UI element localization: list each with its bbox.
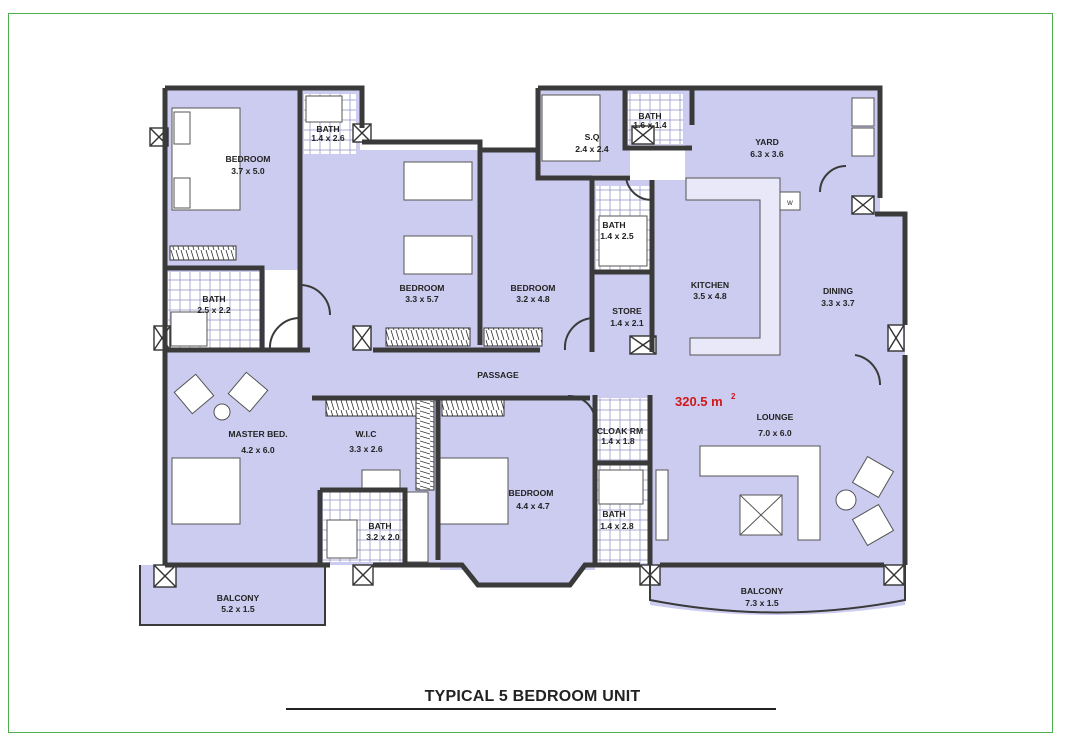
label-bath-sq: BATH <box>638 111 661 121</box>
size-bath-master: 3.2 x 2.0 <box>366 532 400 542</box>
fixtures <box>169 94 895 563</box>
label-sq: S.Q <box>585 132 600 142</box>
label-bath-master: BATH <box>368 521 391 531</box>
plan-title: TYPICAL 5 BEDROOM UNIT <box>424 688 641 705</box>
size-bath-1: 1.4 x 2.6 <box>311 133 345 143</box>
size-dining: 3.3 x 3.7 <box>821 298 855 308</box>
label-bath-2: BATH <box>202 294 225 304</box>
label-kitchen: KITCHEN <box>691 280 729 290</box>
label-master-bed: MASTER BED. <box>228 429 287 439</box>
label-store: STORE <box>612 306 642 316</box>
label-bedroom-2: BEDROOM <box>400 283 445 293</box>
label-passage: PASSAGE <box>477 370 519 380</box>
size-bath-kitchen: 1.4 x 2.5 <box>600 231 634 241</box>
label-bath-4: BATH <box>602 509 625 519</box>
size-balcony-1: 5.2 x 1.5 <box>221 604 255 614</box>
label-lounge: LOUNGE <box>757 412 794 422</box>
label-bath-1: BATH <box>316 124 339 134</box>
size-yard: 6.3 x 3.6 <box>750 149 784 159</box>
appliance-w-label: W <box>787 201 793 207</box>
label-bedroom-3: BEDROOM <box>511 283 556 293</box>
label-wic: W.I.C <box>355 429 376 439</box>
label-balcony-2: BALCONY <box>741 586 784 596</box>
size-bath-4: 1.4 x 2.8 <box>600 521 634 531</box>
room-labels: BEDROOM 3.7 x 5.0 BATH 1.4 x 2.6 BEDROOM… <box>197 111 855 614</box>
size-balcony-2: 7.3 x 1.5 <box>745 598 779 608</box>
label-dining: DINING <box>823 286 853 296</box>
total-area-value: 320.5 m <box>675 394 723 409</box>
size-bedroom-2: 3.3 x 5.7 <box>405 294 439 304</box>
label-bedroom-4: BEDROOM <box>509 488 554 498</box>
total-area-superscript: 2 <box>731 392 736 401</box>
total-area: 320.5 m 2 <box>675 392 736 409</box>
size-bedroom-1: 3.7 x 5.0 <box>231 166 265 176</box>
size-bath-2: 2.5 x 2.2 <box>197 305 231 315</box>
size-kitchen: 3.5 x 4.8 <box>693 291 727 301</box>
walls <box>139 85 908 626</box>
size-master-bed: 4.2 x 6.0 <box>241 445 275 455</box>
size-bedroom-3: 3.2 x 4.8 <box>516 294 550 304</box>
label-cloak-room: CLOAK RM <box>597 426 643 436</box>
label-bath-kitchen: BATH <box>602 220 625 230</box>
size-sq: 2.4 x 2.4 <box>575 144 609 154</box>
label-balcony-1: BALCONY <box>217 593 260 603</box>
size-cloak-room: 1.4 x 1.8 <box>601 436 635 446</box>
size-bedroom-4: 4.4 x 4.7 <box>516 501 550 511</box>
floor-plan: BEDROOM 3.7 x 5.0 BATH 1.4 x 2.6 BEDROOM… <box>139 85 908 626</box>
size-store: 1.4 x 2.1 <box>610 318 644 328</box>
title-underline <box>286 708 776 710</box>
label-yard: YARD <box>755 137 779 147</box>
door-swings <box>268 165 882 421</box>
size-wic: 3.3 x 2.6 <box>349 444 383 454</box>
size-lounge: 7.0 x 6.0 <box>758 428 792 438</box>
label-bedroom-1: BEDROOM <box>226 154 271 164</box>
tiled-areas <box>168 94 683 563</box>
size-bath-sq: 1.6 x 1.4 <box>633 120 667 130</box>
